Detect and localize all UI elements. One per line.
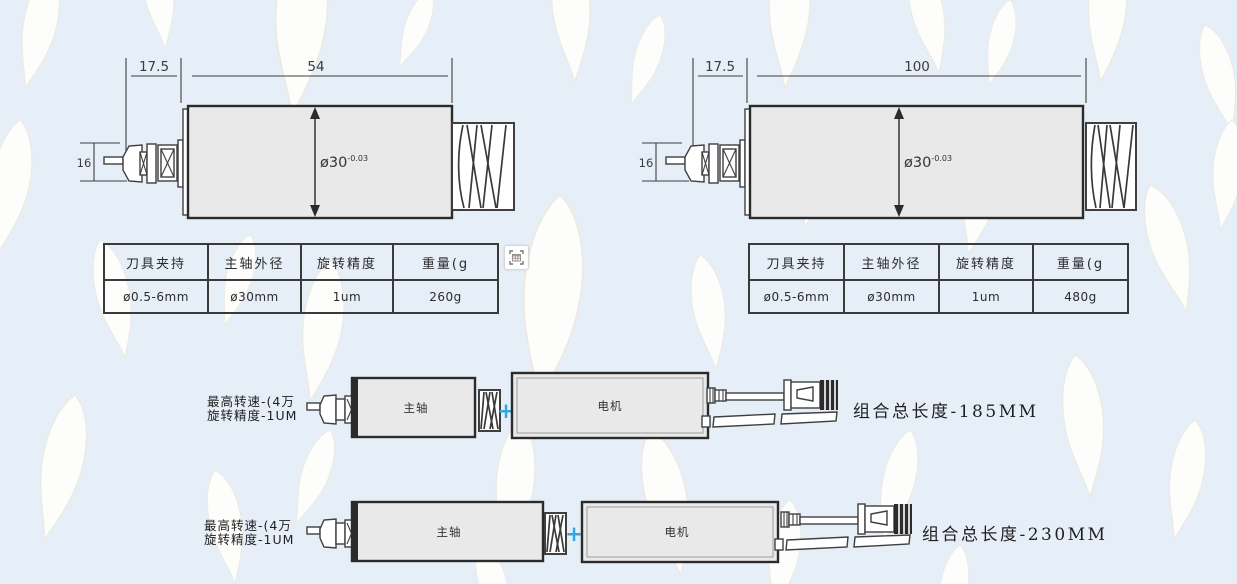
- spec-value: 480g: [1032, 279, 1129, 314]
- table-header-row: 刀具夹持 主轴外径 旋转精度 重量(g: [748, 243, 1129, 281]
- motor-label: 电机: [598, 399, 623, 413]
- spindle-body: [350, 376, 477, 439]
- dim-length: 54: [307, 59, 324, 75]
- plus-sign: +: [565, 522, 583, 546]
- dim-diameter: ø30-0.03: [904, 154, 952, 171]
- spindle-body: [748, 104, 1085, 220]
- right-spindle-drawing: 17.5 100 16 ø30-0.03: [639, 58, 1137, 220]
- spec-line1: 最高转速-(4万: [204, 518, 292, 533]
- dim-length: 100: [904, 59, 930, 75]
- assembly-row-185: 最高转速-(4万 旋转精度-1UM 主轴 + 电机 组合总长度-185MM: [207, 371, 1039, 440]
- assembly-row-230: 最高转速-(4万 旋转精度-1UM 主轴 + 电机 组合总长度-230MM: [204, 500, 1108, 564]
- spec-col-header: 旋转精度: [300, 243, 394, 281]
- signal-cable: [701, 411, 838, 428]
- spec-col-header: 刀具夹持: [103, 243, 209, 281]
- dim-shank: 16: [77, 156, 92, 170]
- spec-col-header: 重量(g: [392, 243, 499, 281]
- spec-col-header: 旋转精度: [938, 243, 1034, 281]
- spec-line2: 旋转精度-1UM: [204, 532, 294, 547]
- spec-value: ø30mm: [843, 279, 940, 314]
- spec-value: ø30mm: [207, 279, 302, 314]
- table-placeholder-icon[interactable]: [504, 245, 529, 270]
- table-glyph-icon: [509, 250, 524, 265]
- spindle-label: 主轴: [437, 525, 462, 539]
- total-length-label: 组合总长度-185MM: [853, 402, 1039, 422]
- spec-table-right: 刀具夹持 主轴外径 旋转精度 重量(g ø0.5-6mm ø30mm 1um 4…: [748, 243, 1129, 314]
- spec-line1: 最高转速-(4万: [207, 394, 295, 409]
- dim-diameter: ø30-0.03: [320, 154, 368, 171]
- signal-cable: [774, 534, 911, 551]
- dim-offset: 17.5: [705, 59, 735, 75]
- spec-col-header: 主轴外径: [207, 243, 302, 281]
- spec-line2: 旋转精度-1UM: [207, 408, 297, 423]
- power-connector: [706, 379, 839, 411]
- total-length-label: 组合总长度-230MM: [922, 525, 1108, 545]
- table-header-row: 刀具夹持 主轴外径 旋转精度 重量(g: [103, 243, 499, 281]
- motor-label: 电机: [665, 525, 690, 539]
- power-connector: [780, 503, 913, 535]
- spec-value: 260g: [392, 279, 499, 314]
- motor-body: [510, 371, 710, 440]
- spec-col-header: 刀具夹持: [748, 243, 845, 281]
- thread-tail: [451, 122, 515, 211]
- spec-table-left: 刀具夹持 主轴外径 旋转精度 重量(g ø0.5-6mm ø30mm 1um 2…: [103, 243, 499, 314]
- dim-shank: 16: [639, 156, 654, 170]
- spec-value: ø0.5-6mm: [103, 279, 209, 314]
- table-value-row: ø0.5-6mm ø30mm 1um 480g: [748, 279, 1129, 314]
- spec-value: ø0.5-6mm: [748, 279, 845, 314]
- table-value-row: ø0.5-6mm ø30mm 1um 260g: [103, 279, 499, 314]
- thread-tail: [1085, 122, 1137, 211]
- spindle-body: [350, 500, 545, 563]
- spindle-label: 主轴: [404, 401, 429, 415]
- dim-offset: 17.5: [139, 59, 169, 75]
- spec-col-header: 主轴外径: [843, 243, 940, 281]
- spec-value: 1um: [300, 279, 394, 314]
- plus-sign: +: [497, 399, 515, 423]
- left-spindle-drawing: 17.5 54 16 ø30-0.03: [77, 58, 515, 220]
- motor-body: [580, 500, 780, 564]
- spec-col-header: 重量(g: [1032, 243, 1129, 281]
- spec-value: 1um: [938, 279, 1034, 314]
